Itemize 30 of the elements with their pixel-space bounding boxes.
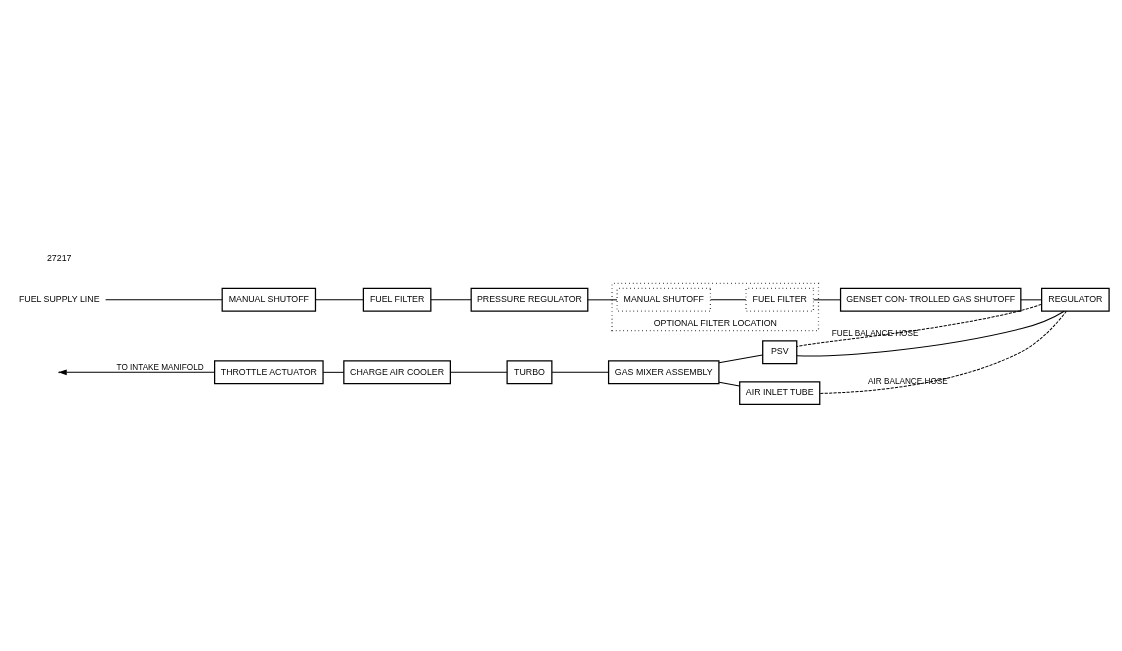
connector — [105, 298, 223, 300]
connector — [1020, 298, 1043, 300]
connector — [430, 298, 472, 300]
connector — [587, 298, 618, 300]
node-box: PRESSURE REGULATOR — [470, 287, 589, 312]
node-box: MANUAL SHUTOFF — [221, 287, 317, 312]
node-box: MANUAL SHUTOFF — [616, 287, 711, 312]
node-box: REGULATOR — [1041, 287, 1110, 312]
node-box: AIR INLET TUBE — [739, 380, 821, 405]
node-box: FUEL FILTER — [745, 287, 815, 312]
connector — [796, 310, 1065, 356]
connector — [718, 381, 741, 386]
node-box: FUEL FILTER — [362, 287, 432, 312]
connector — [551, 371, 609, 373]
connector — [819, 310, 1067, 394]
node-box: GAS MIXER ASSEMBLY — [607, 359, 720, 384]
connector — [710, 298, 747, 300]
node-box: GENSET CON- TROLLED GAS SHUTOFF — [839, 287, 1022, 312]
node-box: PSV — [762, 339, 798, 364]
connector — [813, 298, 841, 300]
connector — [315, 298, 364, 300]
connector — [322, 371, 345, 373]
node-text: FUEL SUPPLY LINE — [18, 293, 100, 304]
node-box: THROTTLE ACTUATOR — [214, 359, 324, 384]
connector — [796, 303, 1042, 347]
node-box: CHARGE AIR COOLER — [343, 359, 451, 384]
connector — [718, 354, 763, 363]
node-box: TURBO — [506, 359, 553, 384]
label: 27217 — [46, 252, 72, 263]
connector — [450, 371, 508, 373]
